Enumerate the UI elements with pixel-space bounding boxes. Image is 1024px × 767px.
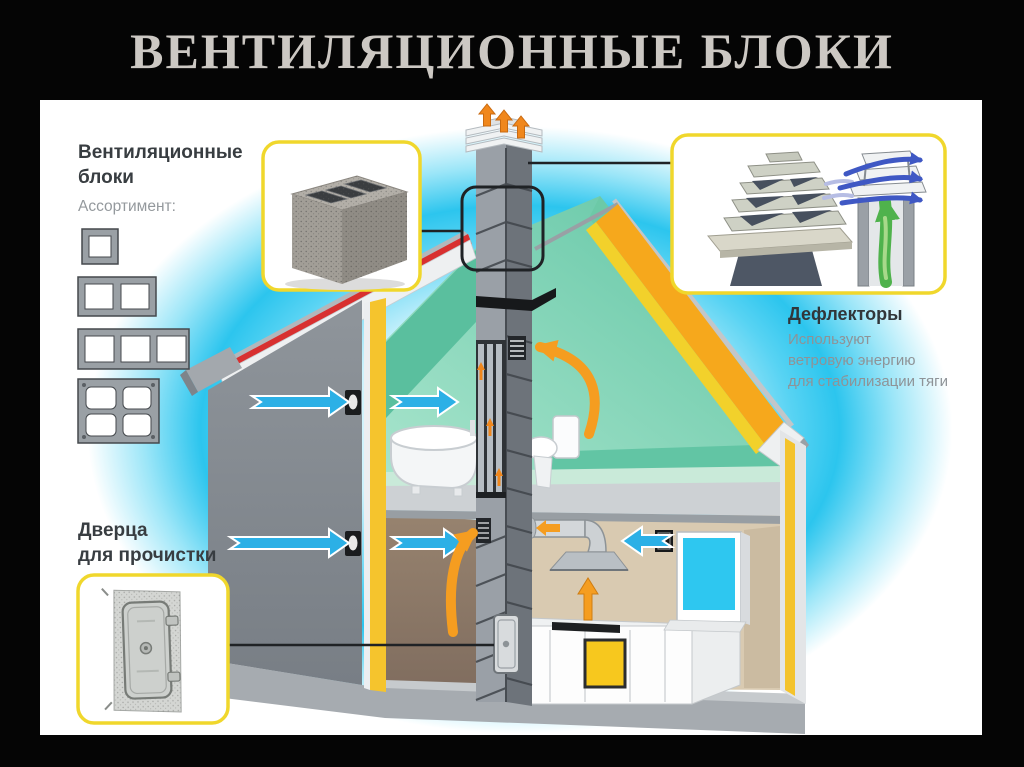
air-in-arrow (388, 527, 466, 559)
slide-content-area: Вентиляционные блоки Ассортимент: Дверца… (40, 100, 982, 735)
channel-airflow-arrow (495, 468, 503, 486)
ventilation-duct (465, 103, 556, 706)
wind-arrow (837, 170, 924, 191)
exhaust-up-arrows (477, 103, 531, 139)
toilet (524, 415, 580, 489)
channel-airflow-arrow (486, 418, 494, 436)
door-label-line1: Дверца (78, 520, 148, 541)
block-type-4-channel (77, 378, 160, 444)
roof-seal (476, 296, 532, 311)
kitchen-window (663, 531, 750, 633)
block-assortment-schematics (77, 228, 190, 444)
air-in-arrow (226, 527, 351, 559)
concrete-block-photo (285, 175, 409, 290)
assortment-subheading: Ассортимент: (78, 198, 176, 215)
cleaning-door-callout (76, 573, 230, 725)
kitchen-cabinets (527, 615, 741, 705)
kitchen-exhaust-grille (476, 518, 491, 543)
window-air-in-arrow (620, 525, 676, 557)
cleaning-door-photo (101, 587, 182, 713)
blocks-heading-line2: блоки (78, 167, 134, 188)
block-type-2-channel (77, 276, 157, 317)
deflectors-label: Дефлекторы Используют ветровую энергию д… (788, 304, 988, 392)
bathroom-exhaust-grille (508, 336, 526, 360)
exhaust-airflow-arrows (445, 340, 600, 637)
deflectors-line1: Используют (788, 331, 871, 348)
blocks-heading: Вентиляционные блоки Ассортимент: (78, 140, 243, 219)
door-label-line2: для прочистки (78, 545, 217, 566)
block-type-3-channel (77, 328, 190, 370)
block-photo-callout (261, 140, 422, 292)
channel-airflow-arrow (477, 362, 485, 380)
air-in-arrow (248, 386, 351, 418)
deflector-photo (707, 151, 854, 286)
cooktop (552, 622, 620, 633)
duct-callout-frame (460, 185, 545, 272)
fresh-air-arrows (226, 386, 676, 559)
block-type-1-channel (81, 228, 119, 265)
duct-cleaning-door (493, 614, 520, 674)
right-wall-cut (780, 430, 806, 704)
cleaning-door-label: Дверца для прочистки (78, 518, 216, 568)
deflectors-line3: для стабилизации тяги (788, 373, 949, 390)
callout-lines (228, 161, 672, 647)
ventilation-house-diagram (76, 103, 947, 734)
deflector-callout (670, 133, 947, 295)
fresh-air-wall-vents (345, 390, 361, 556)
slide-title: ВЕНТИЛЯЦИОННЫЕ БЛОКИ (130, 23, 894, 79)
air-in-arrow (388, 386, 460, 418)
blocks-heading-line1: Вентиляционные (78, 142, 243, 163)
deflector-diagram (822, 150, 927, 288)
wind-arrow (843, 152, 924, 177)
deflectors-line2: ветровую энергию (788, 352, 916, 369)
deflectors-heading: Дефлекторы (788, 304, 903, 324)
bathtub (390, 420, 478, 497)
duct-open-channels (476, 340, 506, 498)
wind-arrow (839, 191, 924, 206)
oven-door (583, 638, 627, 689)
